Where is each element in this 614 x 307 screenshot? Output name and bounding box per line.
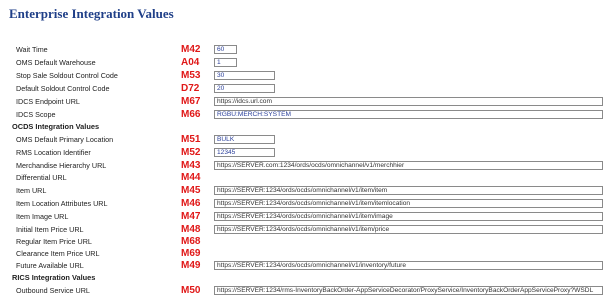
setting-row-stop-sale-soldout: Stop Sale Soldout Control Code M53 30	[0, 70, 614, 82]
setting-label: Default Soldout Control Code	[16, 84, 110, 93]
setting-code: M44	[181, 172, 201, 183]
setting-row-oms-default-warehouse: OMS Default Warehouse A04 1	[0, 57, 614, 69]
setting-row-oms-primary-location: OMS Default Primary Location M51 BULK	[0, 134, 614, 146]
setting-code: M50	[181, 285, 201, 296]
setting-code: M48	[181, 224, 201, 235]
section-title: RICS Integration Values	[12, 273, 96, 282]
setting-label: Clearance Item Price URL	[16, 249, 100, 258]
setting-row-merch-hierarchy-url: Merchandise Hierarchy URL M43 https://SE…	[0, 160, 614, 172]
setting-row-regular-price-url: Regular Item Price URL M68	[0, 236, 614, 248]
setting-code: M66	[181, 109, 201, 120]
setting-row-differential-url: Differential URL M44	[0, 172, 614, 184]
setting-row-future-available-url: Future Available URL M49 https://SERVER:…	[0, 260, 614, 272]
setting-code: M49	[181, 260, 201, 271]
setting-code: M45	[181, 185, 201, 196]
setting-label: OMS Default Primary Location	[16, 135, 114, 144]
setting-code: M43	[181, 160, 201, 171]
initial-price-url-input[interactable]: https://SERVER:1234/ords/ocds/omnichanne…	[214, 225, 603, 234]
setting-label: Wait Time	[16, 45, 48, 54]
rms-location-identifier-input[interactable]: 12345	[214, 148, 275, 157]
setting-code: M67	[181, 96, 201, 107]
setting-code: M47	[181, 211, 201, 222]
wait-time-input[interactable]: 60	[214, 45, 237, 54]
oms-default-warehouse-input[interactable]: 1	[214, 58, 237, 67]
setting-row-item-location-url: Item Location Attributes URL M46 https:/…	[0, 198, 614, 210]
outbound-service-url-input[interactable]: https://SERVER:1234/rms-InventoryBackOrd…	[214, 286, 603, 295]
section-header-rics: RICS Integration Values	[0, 272, 614, 284]
setting-row-outbound-service-url: Outbound Service URL M50 https://SERVER:…	[0, 285, 614, 297]
setting-label: Initial Item Price URL	[16, 225, 84, 234]
idcs-endpoint-url-input[interactable]: https://idcs.url.com	[214, 97, 603, 106]
merch-hierarchy-url-input[interactable]: https://SERVER.com:1234/ords/ocds/omnich…	[214, 161, 603, 170]
setting-label: Regular Item Price URL	[16, 237, 92, 246]
item-location-url-input[interactable]: https://SERVER:1234/ords/ocds/omnichanne…	[214, 199, 603, 208]
idcs-scope-input[interactable]: RGBU:MERCH:SYSTEM	[214, 110, 603, 119]
section-header-ocds: OCDS Integration Values	[0, 121, 614, 133]
setting-row-item-image-url: Item Image URL M47 https://SERVER:1234/o…	[0, 211, 614, 223]
item-url-input[interactable]: https://SERVER:1234/ords/ocds/omnichanne…	[214, 186, 603, 195]
setting-code: M52	[181, 147, 201, 158]
setting-code: M69	[181, 248, 201, 259]
setting-label: Item Location Attributes URL	[16, 199, 108, 208]
setting-code: M46	[181, 198, 201, 209]
setting-label: Item URL	[16, 186, 47, 195]
page-title: Enterprise Integration Values	[9, 6, 174, 21]
setting-row-idcs-endpoint: IDCS Endpoint URL M67 https://idcs.url.c…	[0, 96, 614, 108]
setting-row-idcs-scope: IDCS Scope M66 RGBU:MERCH:SYSTEM	[0, 109, 614, 121]
setting-row-wait-time: Wait Time M42 60	[0, 44, 614, 56]
oms-primary-location-input[interactable]: BULK	[214, 135, 275, 144]
setting-code: A04	[181, 57, 200, 68]
setting-label: IDCS Endpoint URL	[16, 97, 80, 106]
setting-label: Future Available URL	[16, 261, 84, 270]
setting-row-initial-price-url: Initial Item Price URL M48 https://SERVE…	[0, 224, 614, 236]
setting-row-default-soldout: Default Soldout Control Code D72 20	[0, 83, 614, 95]
setting-code: M51	[181, 134, 201, 145]
default-soldout-input[interactable]: 20	[214, 84, 275, 93]
setting-row-clearance-price-url: Clearance Item Price URL M69	[0, 248, 614, 260]
setting-label: RMS Location Identifier	[16, 148, 91, 157]
setting-label: Merchandise Hierarchy URL	[16, 161, 107, 170]
section-title: OCDS Integration Values	[12, 122, 100, 131]
setting-label: Stop Sale Soldout Control Code	[16, 71, 118, 80]
setting-label: IDCS Scope	[16, 110, 56, 119]
setting-label: Item Image URL	[16, 212, 69, 221]
setting-label: Outbound Service URL	[16, 286, 90, 295]
setting-code: M53	[181, 70, 201, 81]
item-image-url-input[interactable]: https://SERVER:1234/ords/ocds/omnichanne…	[214, 212, 603, 221]
setting-label: Differential URL	[16, 173, 67, 182]
setting-label: OMS Default Warehouse	[16, 58, 96, 67]
setting-row-rms-location-identifier: RMS Location Identifier M52 12345	[0, 147, 614, 159]
future-available-url-input[interactable]: https://SERVER:1234/ords/ocds/omnichanne…	[214, 261, 603, 270]
setting-code: M42	[181, 44, 201, 55]
setting-row-item-url: Item URL M45 https://SERVER:1234/ords/oc…	[0, 185, 614, 197]
setting-code: M68	[181, 236, 201, 247]
stop-sale-soldout-input[interactable]: 30	[214, 71, 275, 80]
setting-code: D72	[181, 83, 200, 94]
